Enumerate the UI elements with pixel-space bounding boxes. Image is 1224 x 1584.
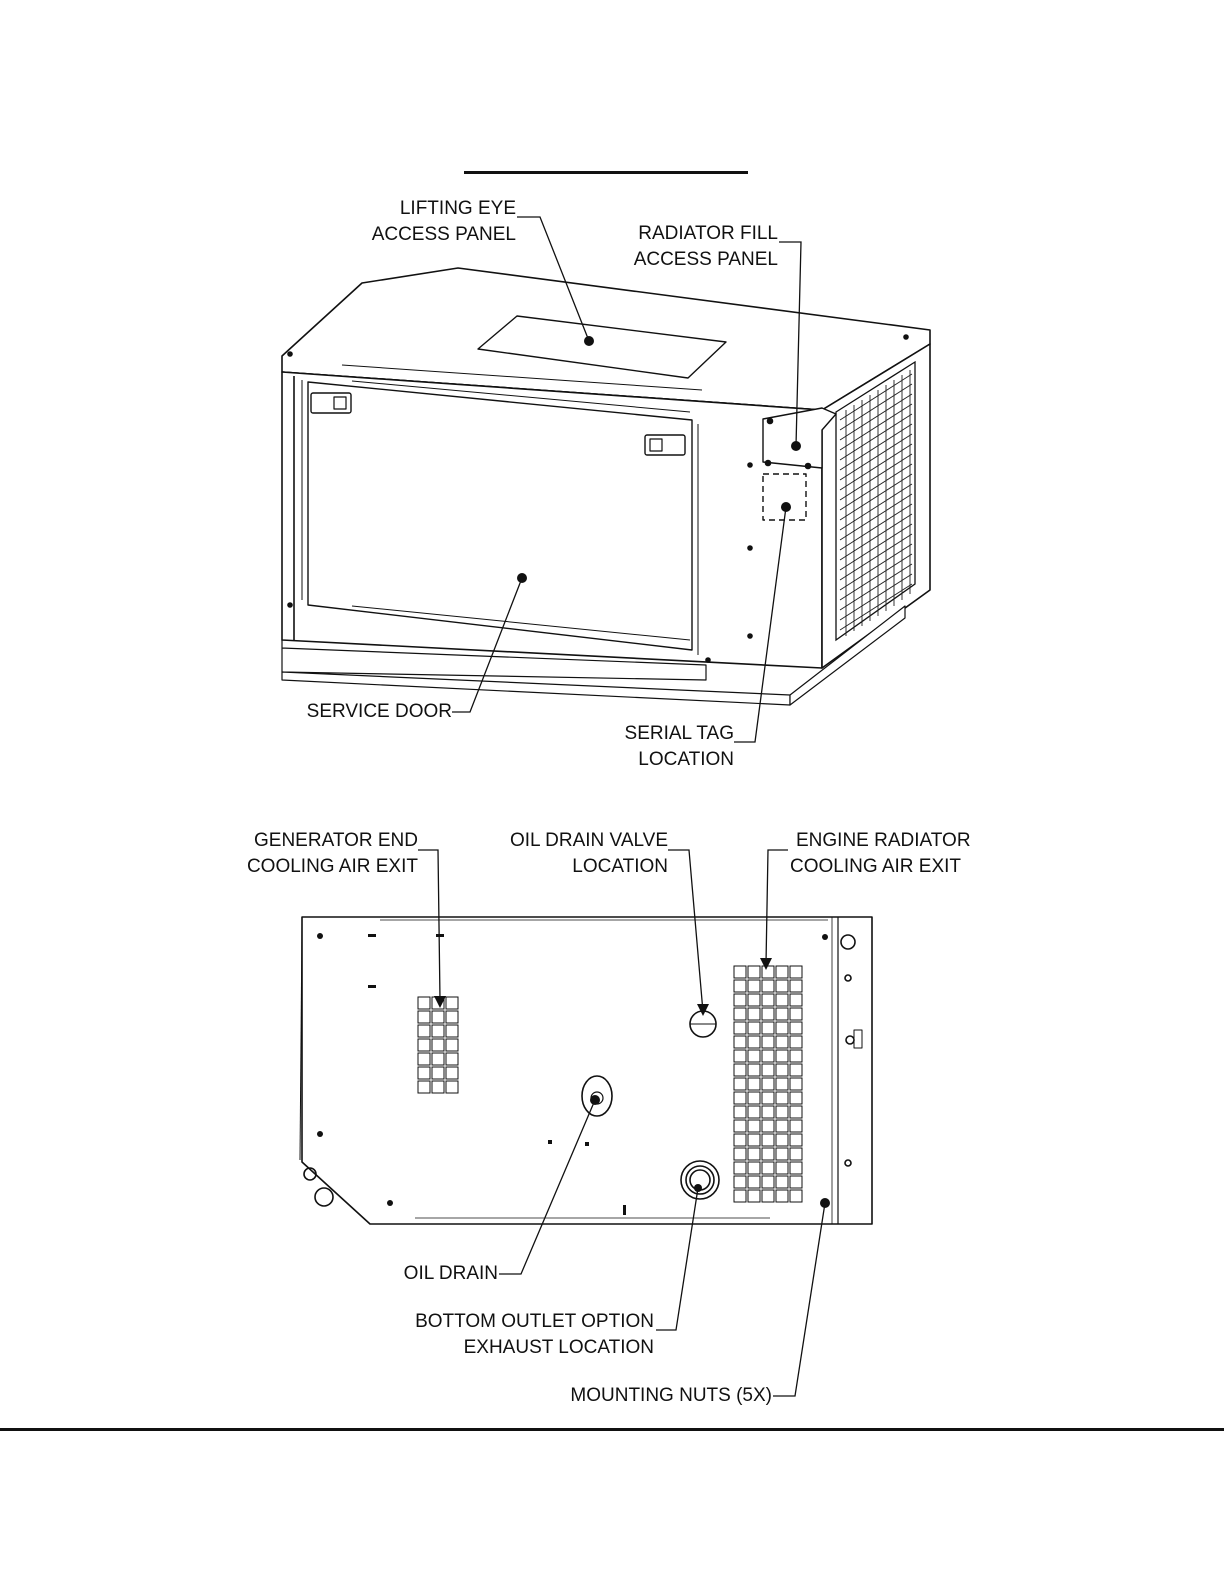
label-service-door: SERVICE DOOR: [280, 699, 452, 725]
label-line: GENERATOR END: [228, 828, 418, 854]
label-mounting-nuts: MOUNTING NUTS (5X): [552, 1383, 772, 1409]
page-bottom-rule: [0, 1428, 1224, 1431]
label-line: SERIAL TAG: [590, 721, 734, 747]
label-generator-end: GENERATOR END COOLING AIR EXIT: [228, 828, 418, 880]
label-line: COOLING AIR EXIT: [228, 854, 418, 880]
label-radiator-fill: RADIATOR FILL ACCESS PANEL: [600, 221, 778, 273]
label-line: COOLING AIR EXIT: [790, 854, 990, 880]
generator-end-vent: [418, 997, 458, 1093]
label-line: LOCATION: [478, 854, 668, 880]
label-oil-drain: OIL DRAIN: [380, 1261, 498, 1287]
label-line: EXHAUST LOCATION: [396, 1335, 654, 1361]
label-line: ENGINE RADIATOR: [790, 828, 990, 854]
label-line: RADIATOR FILL: [600, 221, 778, 247]
label-oil-drain-valve: OIL DRAIN VALVE LOCATION: [478, 828, 668, 880]
label-line: ACCESS PANEL: [600, 247, 778, 273]
label-lifting-eye: LIFTING EYE ACCESS PANEL: [340, 196, 516, 248]
label-line: ACCESS PANEL: [340, 222, 516, 248]
engine-radiator-vent: [734, 966, 802, 1202]
enclosure-front-face: [282, 372, 822, 668]
label-line: BOTTOM OUTLET OPTION: [396, 1309, 654, 1335]
label-line: OIL DRAIN VALVE: [478, 828, 668, 854]
label-serial-tag: SERIAL TAG LOCATION: [590, 721, 734, 773]
label-engine-radiator: ENGINE RADIATOR COOLING AIR EXIT: [790, 828, 990, 880]
label-line: LIFTING EYE: [340, 196, 516, 222]
leader-mounting-nuts: [773, 1203, 825, 1396]
label-line: LOCATION: [590, 747, 734, 773]
label-bottom-outlet: BOTTOM OUTLET OPTION EXHAUST LOCATION: [396, 1309, 654, 1361]
